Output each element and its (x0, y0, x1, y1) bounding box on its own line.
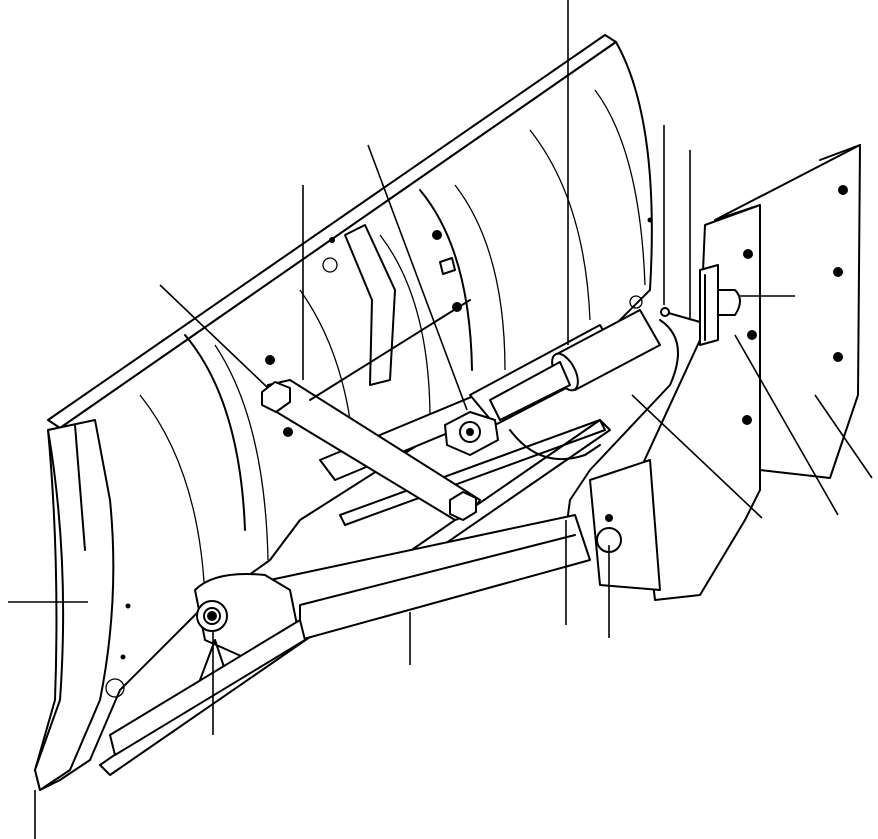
c-frame-mount (589, 144, 861, 601)
tilt-cylinder (444, 309, 679, 516)
leader-4 (367, 144, 468, 411)
leader-6 (159, 284, 269, 389)
push-arm-frame (109, 359, 606, 756)
callout-leaders (8, 0, 873, 839)
leader-10 (631, 394, 763, 519)
blade-moldboard (34, 34, 653, 791)
leader-8 (814, 394, 873, 479)
diagonal-brace (261, 299, 481, 521)
leader-9 (734, 334, 839, 516)
